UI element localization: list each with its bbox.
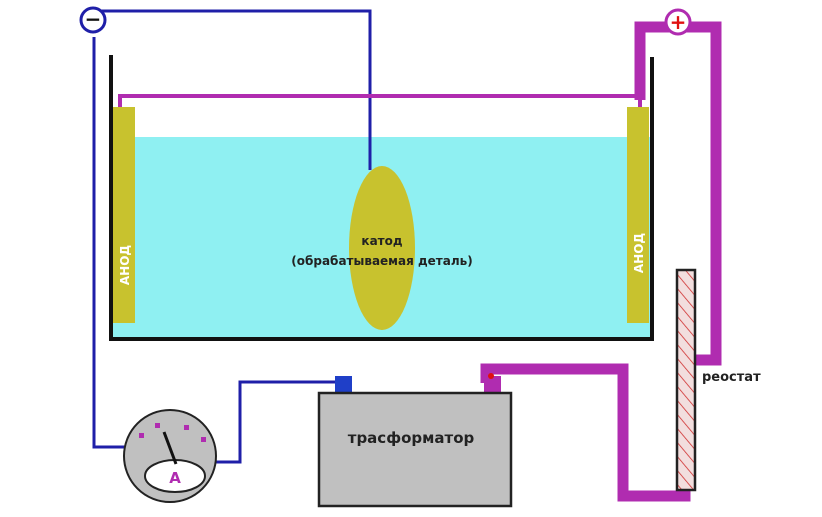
ammeter <box>123 409 217 503</box>
anode-left <box>113 107 135 323</box>
rheostat-label: реостат <box>702 370 761 385</box>
plus-terminal <box>664 8 692 36</box>
negative-wire <box>92 9 372 464</box>
ammeter-label: A <box>169 469 181 487</box>
transformer-terminal-negative <box>335 376 352 394</box>
cathode <box>349 166 415 330</box>
minus-icon: − <box>85 7 102 31</box>
transformer <box>317 391 513 508</box>
transformer-terminal-positive <box>484 376 501 394</box>
transformer-label: трасформатор <box>348 429 475 447</box>
positive-wire <box>118 21 722 502</box>
ammeter-needle <box>162 431 178 465</box>
cathode-label: катод <box>361 234 402 248</box>
transformer-terminal-dot <box>488 373 494 379</box>
plus-icon: + <box>670 10 687 34</box>
anode-left-label: АНОД <box>118 245 132 285</box>
bath-walls <box>109 55 654 341</box>
anode-right <box>627 107 649 323</box>
anode-right-label: АНОД <box>632 233 646 273</box>
rheostat <box>675 268 697 492</box>
cathode-sublabel: (обрабатываемая деталь) <box>291 254 472 268</box>
minus-terminal <box>79 6 107 34</box>
